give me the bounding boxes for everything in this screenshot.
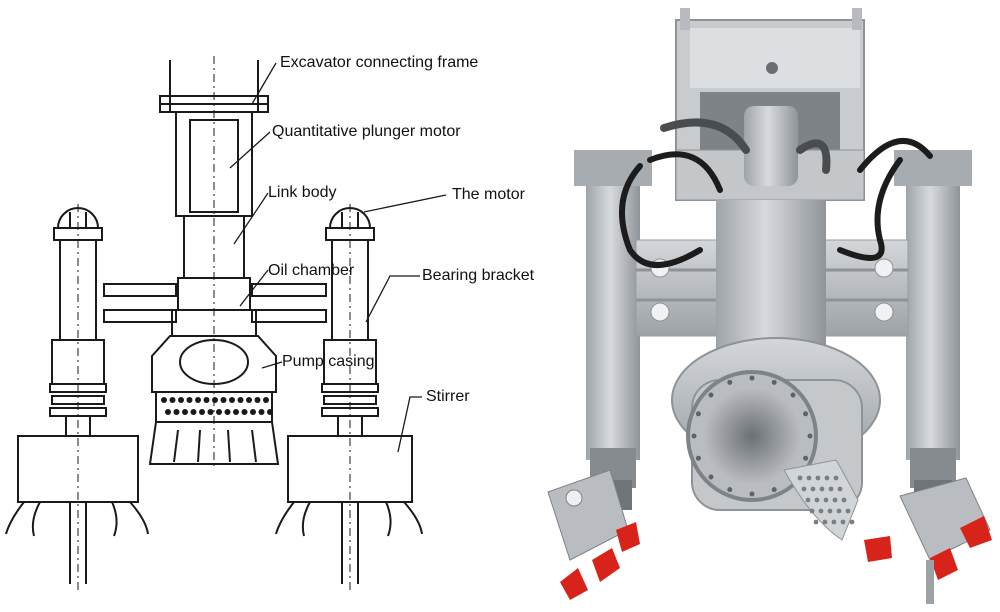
strainer-hole <box>224 409 231 415</box>
label-link-body: Link body <box>268 184 337 201</box>
label-excavator-connecting-frame: Excavator connecting frame <box>280 54 479 71</box>
flange-bolt <box>749 375 755 381</box>
flange-bolt <box>771 487 777 493</box>
strainer-hole <box>832 497 838 503</box>
strainer-hole <box>849 519 855 525</box>
strainer-hole <box>797 475 803 481</box>
strainer-hole <box>246 397 252 403</box>
strainer-hole <box>220 397 227 403</box>
strainer-hole <box>190 409 197 415</box>
strainer-hole <box>199 409 205 415</box>
flange-bolt <box>803 455 809 461</box>
flange-bolt <box>749 491 755 497</box>
flange-bolt <box>790 474 796 480</box>
strainer-hole <box>814 497 820 503</box>
photo-bearing-bracket <box>635 239 909 337</box>
strainer-hole <box>824 475 830 481</box>
strainer-hole <box>233 409 239 415</box>
photo-pump-casing <box>671 337 881 511</box>
flange-bolt <box>708 474 714 480</box>
label-oil-chamber: Oil chamber <box>268 262 355 279</box>
photo-hoses <box>619 118 933 268</box>
strainer-hole <box>203 397 210 403</box>
photo-right-column <box>894 150 972 510</box>
label-pump-casing: Pump casing <box>282 353 375 370</box>
strainer-hole <box>841 497 847 503</box>
pump-schematic-drawing <box>5 56 447 594</box>
strainer-hole <box>165 409 171 415</box>
strainer-hole <box>827 508 833 514</box>
photo-excavator-frame <box>675 8 865 201</box>
strainer-hole <box>806 475 812 481</box>
strainer-hole <box>810 486 816 492</box>
strainer-hole <box>833 475 839 481</box>
strainer-hole <box>241 409 248 415</box>
strainer-hole <box>831 519 837 525</box>
flange-bolt <box>691 433 697 439</box>
strainer-hole <box>195 397 201 403</box>
strainer-hole <box>254 397 261 403</box>
strainer-hole <box>216 409 222 415</box>
label-bearing-bracket: Bearing bracket <box>422 267 535 284</box>
flange-bolt <box>695 411 701 417</box>
photo-strainer <box>783 459 859 541</box>
label-quantitative-plunger-motor: Quantitative plunger motor <box>272 123 461 140</box>
flange-bolt <box>807 433 813 439</box>
strainer-hole <box>161 397 167 403</box>
strainer-hole <box>837 486 843 492</box>
strainer-hole <box>182 409 188 415</box>
strainer-hole <box>173 409 180 415</box>
pump-casing-shape <box>151 335 277 393</box>
photo-right-stirrer <box>864 477 992 604</box>
label-the-motor: The motor <box>452 186 525 203</box>
flange-bolt <box>771 379 777 385</box>
strainer-hole <box>828 486 834 492</box>
strainer-hole <box>263 397 269 403</box>
strainer-hole <box>819 486 825 492</box>
flange-bolt <box>803 411 809 417</box>
strainer-hole <box>823 497 829 503</box>
strainer-hole <box>818 508 824 514</box>
strainer-hole <box>801 486 807 492</box>
leader-lines <box>229 62 447 453</box>
flange-bolt <box>790 392 796 398</box>
strainer-hole <box>836 508 842 514</box>
strainer-hole <box>207 409 214 415</box>
strainer-hole <box>813 519 819 525</box>
strainer-hole <box>169 397 176 403</box>
strainer-hole <box>809 508 815 514</box>
strainer-hole <box>805 497 811 503</box>
flange-bolt <box>695 455 701 461</box>
photo-left-stirrer <box>547 469 640 600</box>
photo-left-column <box>574 150 652 510</box>
strainer-hole <box>258 409 265 415</box>
flange-bolt <box>727 487 733 493</box>
strainer-hole <box>212 397 218 403</box>
label-stirrer: Stirrer <box>426 388 470 405</box>
strainer-hole <box>178 397 184 403</box>
strainer-hole <box>840 519 846 525</box>
strainer-hole <box>250 409 256 415</box>
strainer-hole <box>815 475 821 481</box>
strainer-hole <box>845 508 851 514</box>
strainer-hole <box>822 519 828 525</box>
flange-bolt <box>708 392 714 398</box>
strainer-hole <box>229 397 235 403</box>
left-motor-assembly <box>5 207 149 584</box>
strainer-hole <box>267 409 273 415</box>
flange-bolt <box>727 379 733 385</box>
strainer-hole <box>186 397 193 403</box>
strainer-hole <box>237 397 244 403</box>
